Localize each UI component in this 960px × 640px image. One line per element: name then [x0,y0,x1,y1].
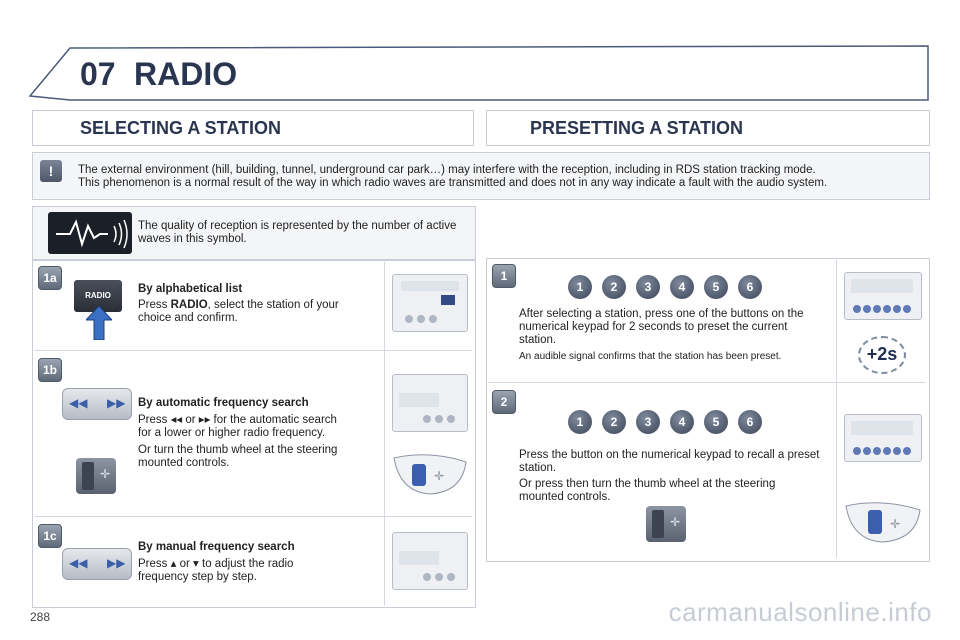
recall-button-6: 6 [738,410,762,434]
recall-button-3: 3 [636,410,660,434]
left-section-title: SELECTING A STATION [80,118,281,138]
timer-label: +2s [866,344,898,364]
thumb-wheel-icon-2: ✛ [646,506,686,542]
seek-back-glyph-icon: ◂◂ [170,414,183,426]
arrow-up-icon: ▴ [170,558,177,570]
right-panel-divider [488,382,926,383]
seek-forward-icon: ▶▶ [107,396,126,410]
chapter-number: 07 [80,56,116,92]
page-number: 288 [30,610,51,624]
right-section-bar [486,110,930,146]
left-panel-divider-v [384,262,385,606]
audio-panel-preset-1 [844,272,922,320]
seek-buttons: ◀◀ ▶▶ [62,388,132,420]
left-panel-divider-1 [34,350,472,351]
step-1c-line-cont: frequency step by step. [138,571,257,583]
step-badge-1a: 1a [38,266,62,290]
preset-button-1: 1 [568,275,592,299]
thumb-wheel-icon: ✛ [76,458,116,494]
step-1b-line-2: Or turn the thumb wheel at the steering … [138,444,338,469]
preset-button-3: 3 [636,275,660,299]
svg-text:✛: ✛ [434,469,444,483]
arrow-down-icon: ▾ [193,558,199,570]
step-badge-1c: 1c [38,524,62,548]
step-badge-1b: 1b [38,358,62,382]
chapter-title: RADIO [134,56,238,92]
exclamation-icon: ! [40,160,62,182]
tune-back-icon: ◀◀ [69,556,88,570]
preset-button-2: 2 [602,275,626,299]
recall-button-1: 1 [568,410,592,434]
press-arrow-icon [86,306,112,340]
left-section-bar [32,110,474,146]
reception-wave-symbol [48,212,132,254]
warning-box [32,152,930,200]
step-1c-heading: By manual frequency search [138,541,295,553]
right-section-title: PRESETTING A STATION [530,118,744,138]
recall-button-4: 4 [670,410,694,434]
seek-back-icon: ◀◀ [69,396,88,410]
audio-panel-1a [392,274,468,332]
seek-forward-glyph-icon: ▸▸ [198,414,211,426]
watermark: carmanualsonline.info [668,597,932,627]
step-2-text-2: Or press then turn the thumb wheel at th… [519,478,776,503]
manual-tune-buttons: ◀◀ ▶▶ [62,548,132,580]
header-frame [28,45,929,101]
step-2-text: Press the button on the numerical keypad… [519,449,820,474]
radio-button-label: RADIO [85,291,111,300]
svg-text:✛: ✛ [890,517,900,531]
step-1-note: An audible signal confirms that the stat… [519,351,782,362]
audio-panel-1c [392,532,468,590]
step-1b-heading: By automatic frequency search [138,397,309,409]
step-1-text: After selecting a station, press one of … [519,308,804,346]
recall-button-5: 5 [704,410,728,434]
right-panel-divider-v [836,260,837,558]
preset-button-5: 5 [704,275,728,299]
step-1a-heading: By alphabetical list [138,283,243,295]
steering-control-icon: ✛ [393,454,467,495]
warning-line-1: The external environment (hill, building… [78,164,816,176]
audio-panel-preset-2 [844,414,922,462]
audio-panel-1b [392,374,468,432]
recall-button-2: 2 [602,410,626,434]
step-badge-2: 2 [492,390,516,414]
left-panel-divider-2 [34,516,472,517]
step-1a-text: Press RADIO, select the station of your … [138,299,339,324]
step-1b-line-1-cont: for a lower or higher radio frequency. [138,427,326,439]
step-1c-line: Press ▴ or ▾ to adjust the radio [138,558,294,570]
warning-line-2: This phenomenon is a normal result of th… [78,177,828,189]
header: 07 RADIO [0,0,960,110]
step-1b-line-1: Press ◂◂ or ▸▸ for the automatic search [138,414,337,426]
reception-text: The quality of reception is represented … [138,220,457,245]
timer-badge: +2s [858,336,906,374]
preset-button-4: 4 [670,275,694,299]
tune-forward-icon: ▶▶ [107,556,126,570]
preset-button-6: 6 [738,275,762,299]
step-badge-1: 1 [492,264,516,288]
steering-control-icon-2: ✛ [845,502,921,543]
